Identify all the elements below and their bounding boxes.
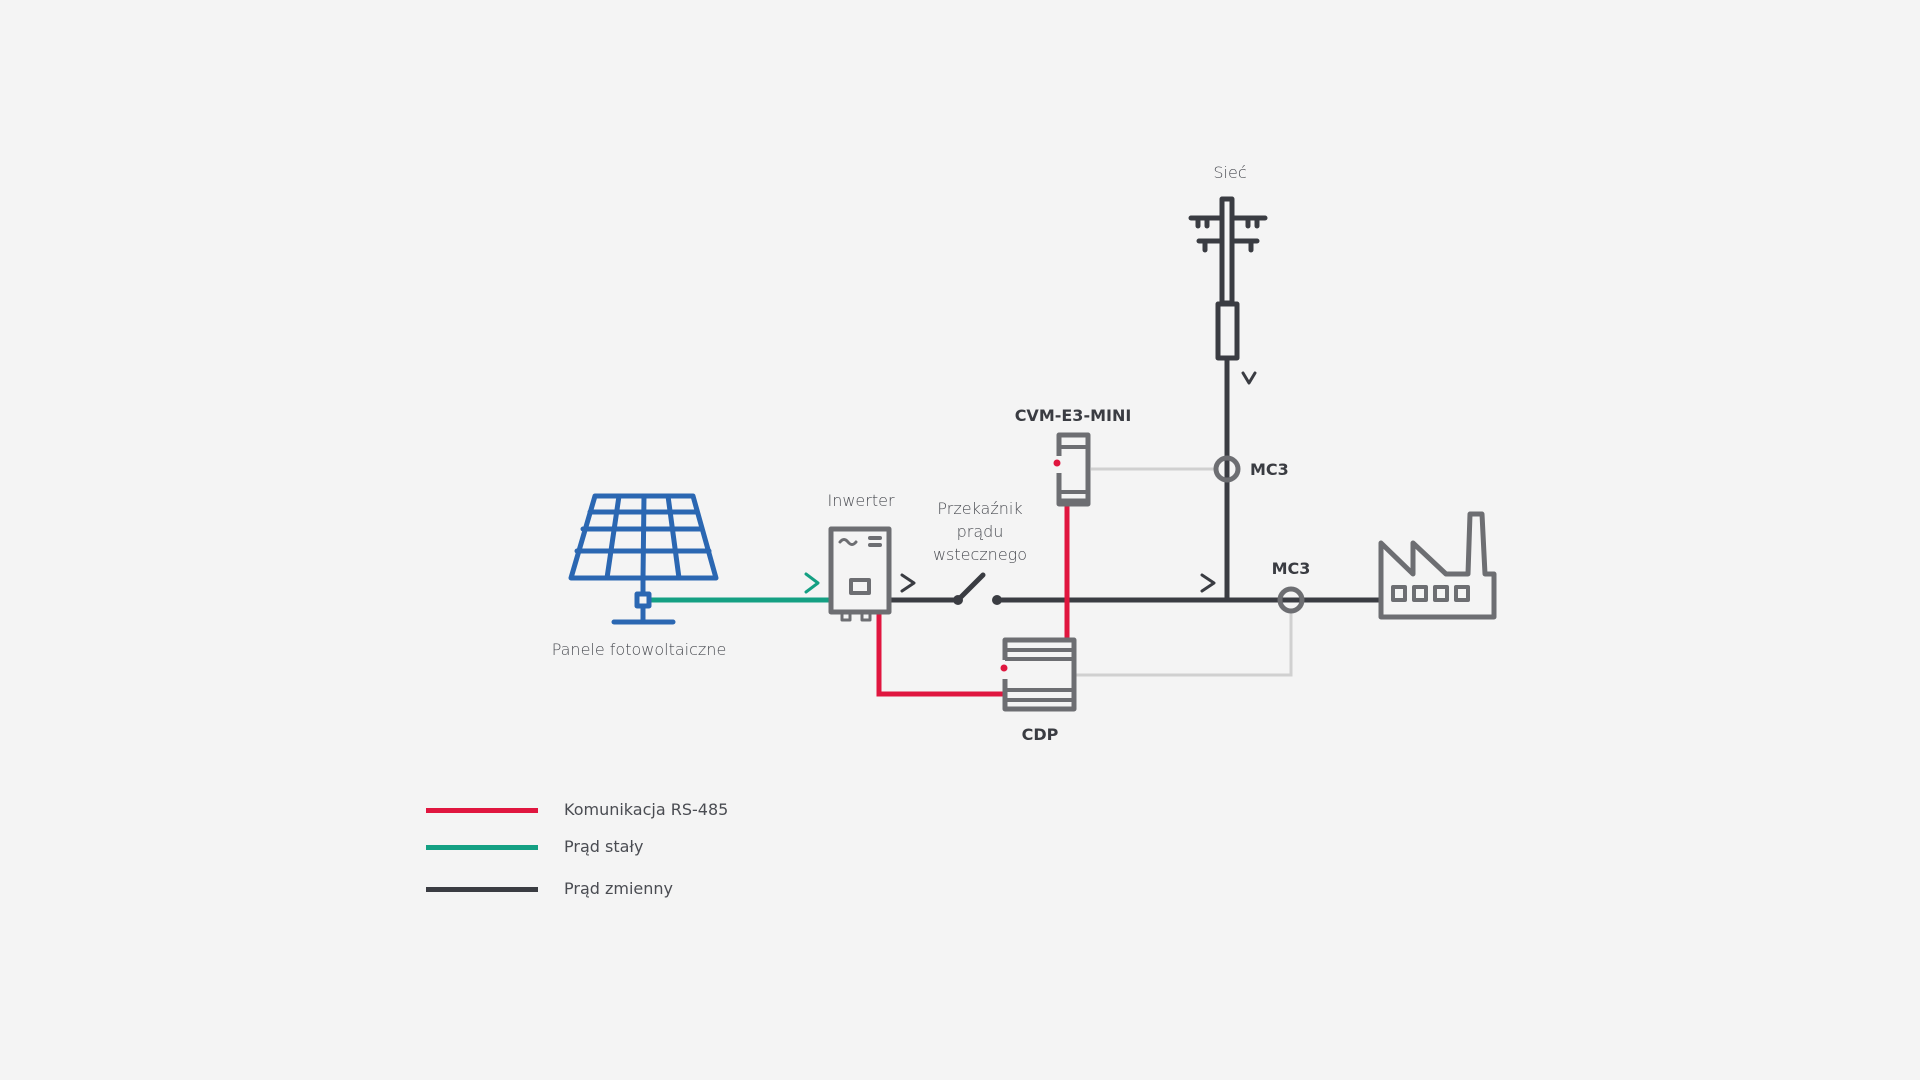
inverter-label: Inwerter <box>827 491 894 510</box>
relay-label-line3: wstecznego <box>933 545 1027 564</box>
cdp-label: CDP <box>1022 725 1059 744</box>
legend-swatch-dc <box>426 845 538 850</box>
cvm-e3-mini-meter-icon <box>1053 432 1091 507</box>
legend-label-ac: Prąd zmienny <box>564 879 674 898</box>
dc-direction-arrow <box>804 572 820 594</box>
legend-item-dc: Prąd stały <box>426 837 826 857</box>
solar-panels-label: Panele fotowoltaiczne <box>552 640 727 659</box>
reverse-current-relay-icon <box>953 572 1002 605</box>
mc3-load-ct-icon <box>1277 586 1305 614</box>
ac-direction-arrow-main <box>1200 573 1216 593</box>
legend-swatch-ac <box>426 887 538 892</box>
legend-swatch-rs485 <box>426 808 538 813</box>
cdp-device-icon <box>1000 637 1077 712</box>
grid-label: Sieć <box>1213 163 1246 182</box>
signal-line-cdp-mc3 <box>1076 612 1293 677</box>
relay-label-line2: prądu <box>957 522 1004 541</box>
grid-pole-icon <box>1188 196 1268 361</box>
ac-direction-arrow-grid <box>1241 371 1257 385</box>
cvm-label: CVM-E3-MINI <box>1015 406 1132 425</box>
factory-load-icon <box>1378 511 1497 620</box>
mc3-grid-ct-icon <box>1213 455 1241 483</box>
legend-item-ac: Prąd zmienny <box>426 879 826 899</box>
legend-label-dc: Prąd stały <box>564 837 644 856</box>
solar-panel-icon <box>568 493 719 625</box>
relay-label-line1: Przekaźnik <box>937 499 1022 518</box>
rs485-line-inverter-cdp <box>876 612 1004 697</box>
legend-item-rs485: Komunikacja RS-485 <box>426 800 826 820</box>
mc3-load-label: MC3 <box>1272 559 1311 578</box>
mc3-grid-label: MC3 <box>1250 460 1289 479</box>
inverter-icon <box>828 526 892 622</box>
legend-label-rs485: Komunikacja RS-485 <box>564 800 729 819</box>
ac-direction-arrow-inverter <box>900 573 916 593</box>
